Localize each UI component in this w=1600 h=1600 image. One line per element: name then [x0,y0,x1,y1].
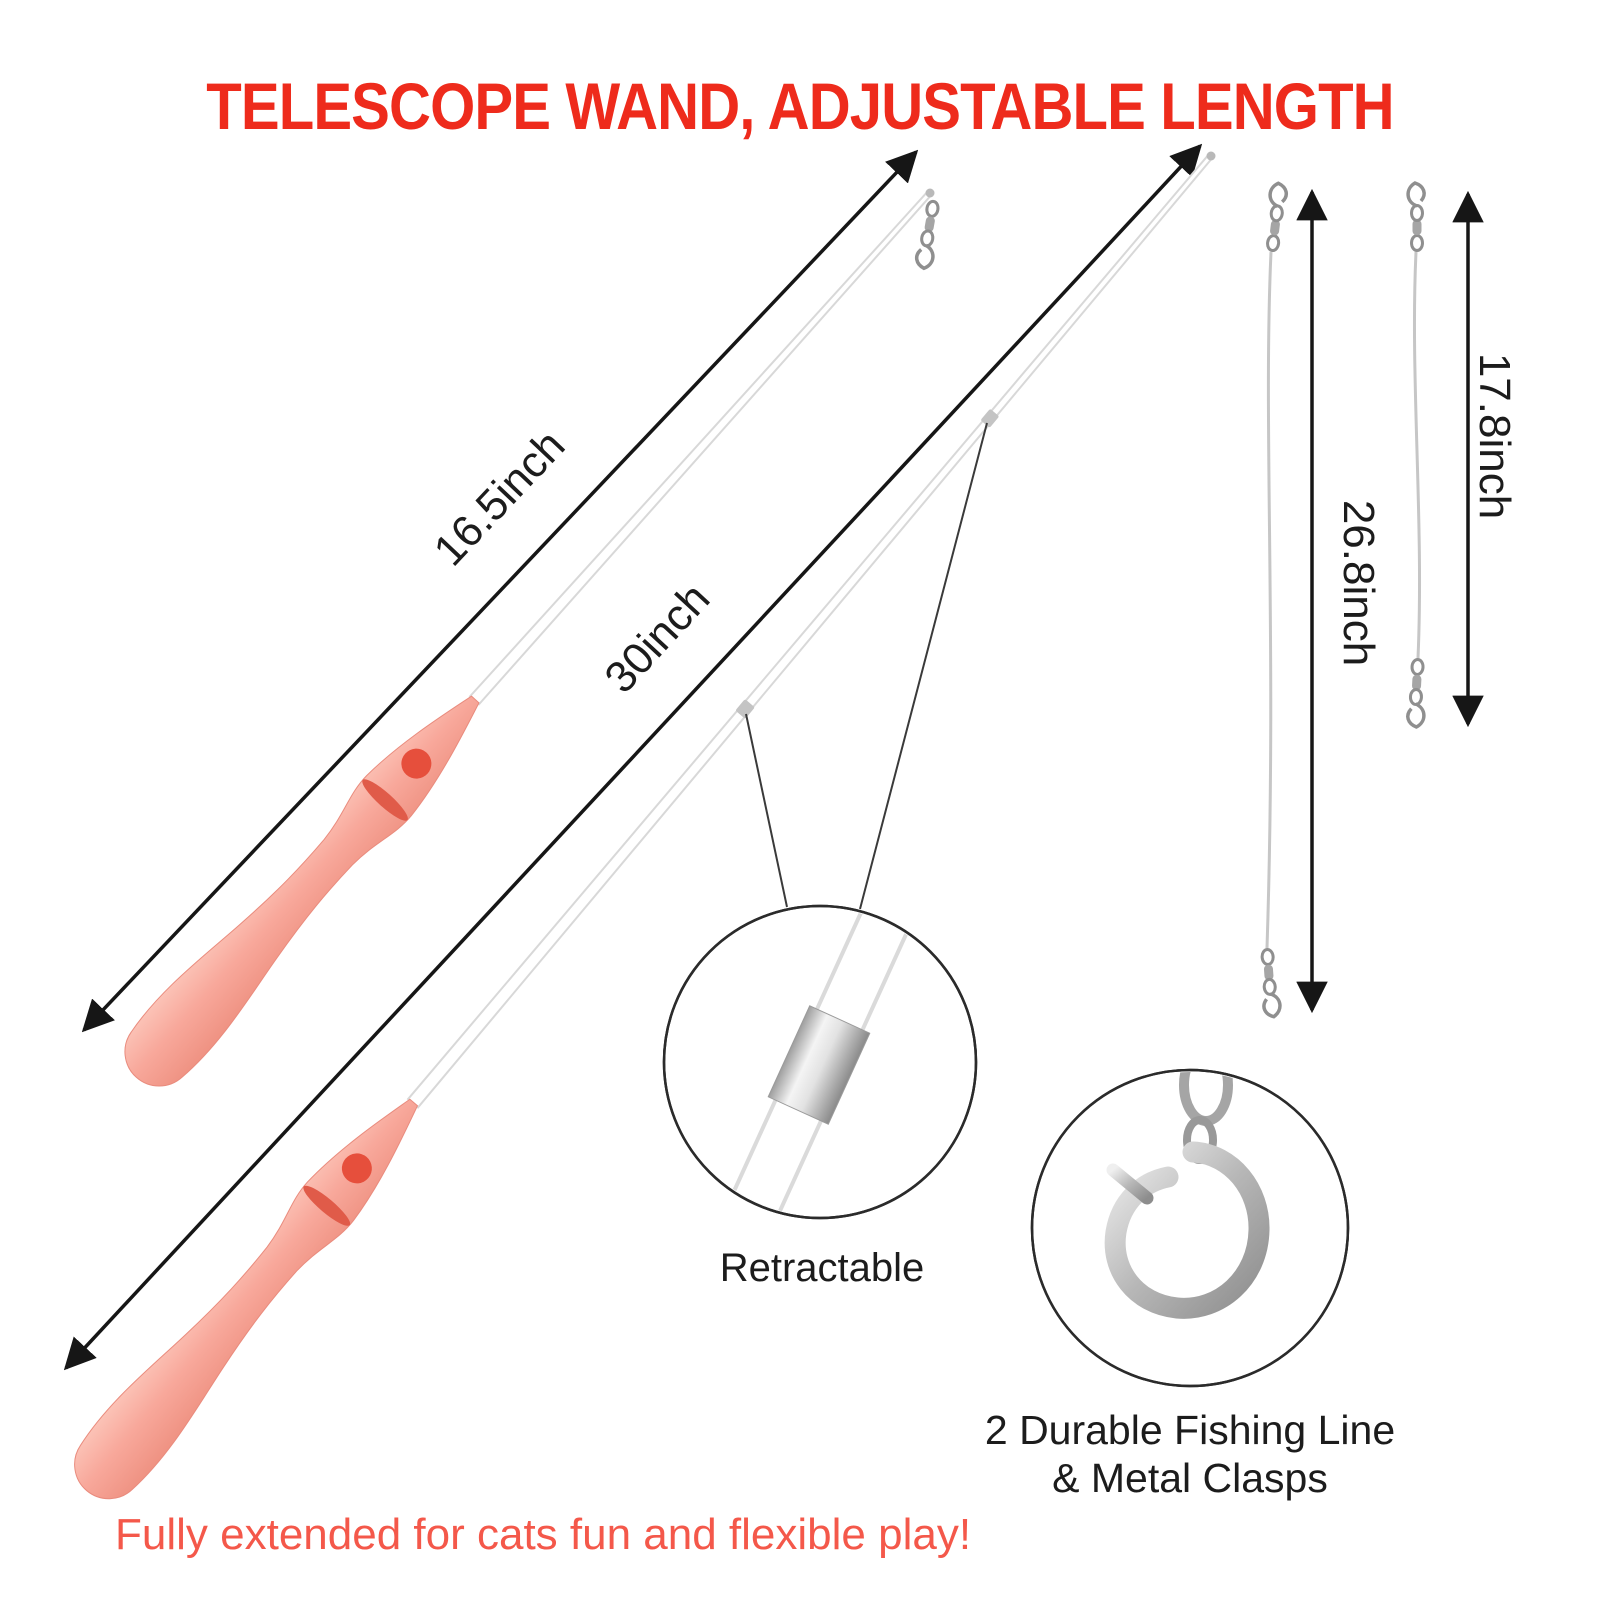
wand-short-handle [108,674,503,1102]
wand-long-tip-ferrule [1206,151,1216,161]
magnifier-pointer-line-2 [859,422,988,910]
magnifier-clasp [1030,1068,1350,1388]
magnifier-retractable [662,904,978,1220]
fishing-line-long-wire [1265,251,1273,949]
footer-caption: Fully extended for cats fun and flexible… [115,1510,972,1559]
fishing-line-long-bottom-clasp-icon [1258,947,1283,1020]
wand-short-tip-clasp-icon [913,198,945,272]
wand-short-tip-ferrule [925,188,935,198]
lobster-clasp-icon [1104,1072,1270,1319]
fishing-line-short-bottom-clasp-icon [1405,657,1429,730]
clasps-label-line1: 2 Durable Fishing Line [985,1407,1395,1453]
wand-short-length-label: 16.5inch [425,421,575,576]
retractable-collar-icon [767,1005,871,1125]
fishing-line-short-length-label: 17.8inch [1470,353,1519,519]
retractable-label: Retractable [720,1246,925,1290]
fishing-line-long [1258,180,1290,1020]
fishing-line-short-wire [1412,251,1422,659]
wand-long-handle [58,1078,442,1515]
fishing-line-long-top-clasp-icon [1261,180,1290,254]
fishing-line-short [1405,181,1429,730]
wand-long-joint-collar-1 [736,699,755,719]
fishing-line-long-length-label: 26.8inch [1334,500,1383,666]
wand-long-joint-collar-2 [981,409,999,428]
page-title: TELESCOPE WAND, ADJUSTABLE LENGTH [206,69,1394,144]
fishing-line-short-top-clasp-icon [1406,181,1426,253]
magnifier-pointer-line-1 [745,713,788,908]
measure-arrow-wand-long [63,143,1203,1371]
clasps-label-line2: & Metal Clasps [1052,1455,1328,1501]
